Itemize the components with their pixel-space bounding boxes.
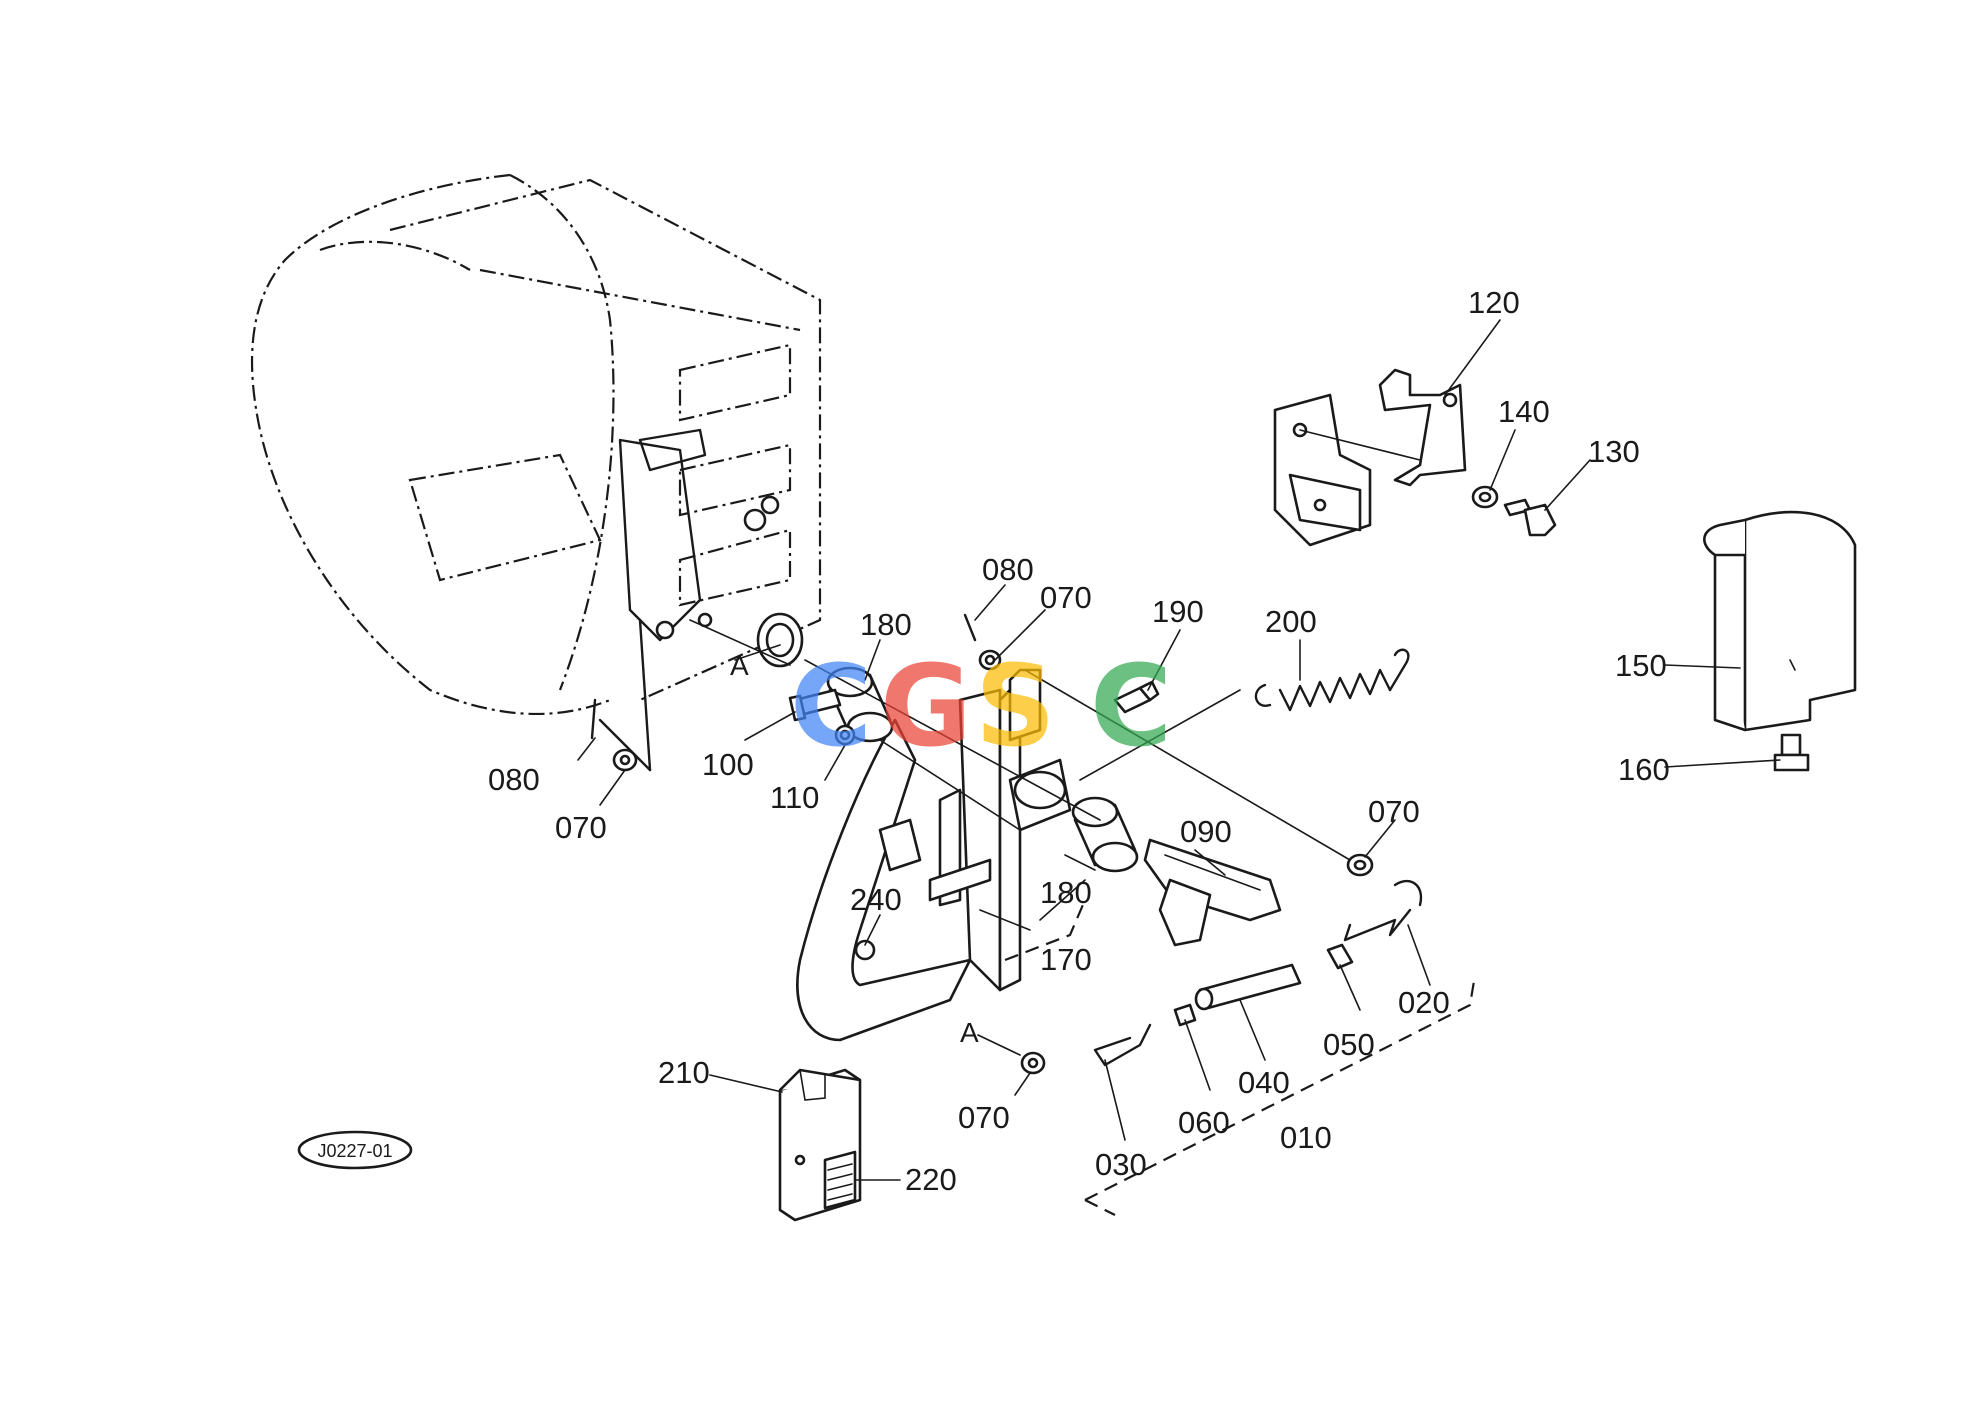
watermark-letter-1: C (790, 642, 872, 772)
drawing-id-text: J0227-01 (317, 1141, 392, 1161)
callout-010: 010 (1280, 1120, 1332, 1155)
callout-050: 050 (1323, 1027, 1375, 1062)
bushing-lower (1071, 796, 1139, 873)
callout-180-lower: 180 (1040, 875, 1092, 910)
watermark-letter-3: S (975, 642, 1056, 772)
callout-100: 100 (702, 747, 754, 782)
watermark-letter-2: G (880, 642, 972, 772)
clutch-housing (250, 173, 822, 772)
bracket-assembly (1273, 368, 1557, 547)
callout-180-upper: 180 (860, 607, 912, 642)
assembly-bracket-170 (1004, 899, 1087, 962)
assembly-bracket-010 (1084, 974, 1477, 1201)
axis-line-2 (1024, 669, 1351, 861)
callout-120: 120 (1468, 285, 1520, 320)
drawing-id-badge: J0227-01 (297, 1130, 413, 1170)
section-marker-a-upper: A (730, 650, 749, 681)
callout-110: 110 (770, 780, 819, 815)
axis-line-3 (1079, 689, 1241, 781)
assembly-bracket-010-left (1084, 1199, 1116, 1216)
callout-200: 200 (1265, 604, 1317, 639)
leader-lines (577, 319, 1781, 1181)
callout-130: 130 (1588, 434, 1640, 469)
rod-assembly (1020, 853, 1423, 1075)
callout-190: 190 (1152, 594, 1204, 629)
callout-220: 220 (905, 1162, 957, 1197)
pin-080-upper (963, 613, 1002, 671)
watermark-letter-4: C (1090, 642, 1172, 772)
watermark: C G S C (790, 642, 1172, 772)
callout-070-right: 070 (1368, 794, 1420, 829)
callout-140: 140 (1498, 394, 1550, 429)
callout-160: 160 (1618, 752, 1670, 787)
axis-line-1 (804, 659, 1101, 821)
callout-labels: 120 140 130 150 160 180 080 070 190 200 … (488, 285, 1670, 1197)
pedal-assembly (796, 668, 1042, 1042)
callout-210: 210 (658, 1055, 710, 1090)
return-spring (1254, 648, 1410, 712)
pedal-pad (1143, 838, 1282, 947)
callout-070-bottom: 070 (958, 1100, 1010, 1135)
callout-080-lower: 080 (488, 762, 540, 797)
callout-170: 170 (1040, 942, 1092, 977)
pedal-rubber (778, 1068, 862, 1222)
callout-080-upper: 080 (982, 552, 1034, 587)
section-marker-a-lower: A (960, 1017, 979, 1048)
callout-040: 040 (1238, 1065, 1290, 1100)
bushing-center (1008, 758, 1072, 832)
callout-150: 150 (1615, 648, 1667, 683)
grease-fitting (1113, 680, 1160, 714)
callout-020: 020 (1398, 985, 1450, 1020)
cover-plate (1703, 510, 1857, 772)
pin-080-lower (590, 698, 638, 772)
bushing-upper (826, 666, 894, 743)
callout-090: 090 (1180, 814, 1232, 849)
bolt-100 (788, 688, 856, 746)
callout-030: 030 (1095, 1147, 1147, 1182)
callout-060: 060 (1178, 1105, 1230, 1140)
callout-240: 240 (850, 882, 902, 917)
callout-070-upper: 070 (1040, 580, 1092, 615)
callout-070-lower: 070 (555, 810, 607, 845)
